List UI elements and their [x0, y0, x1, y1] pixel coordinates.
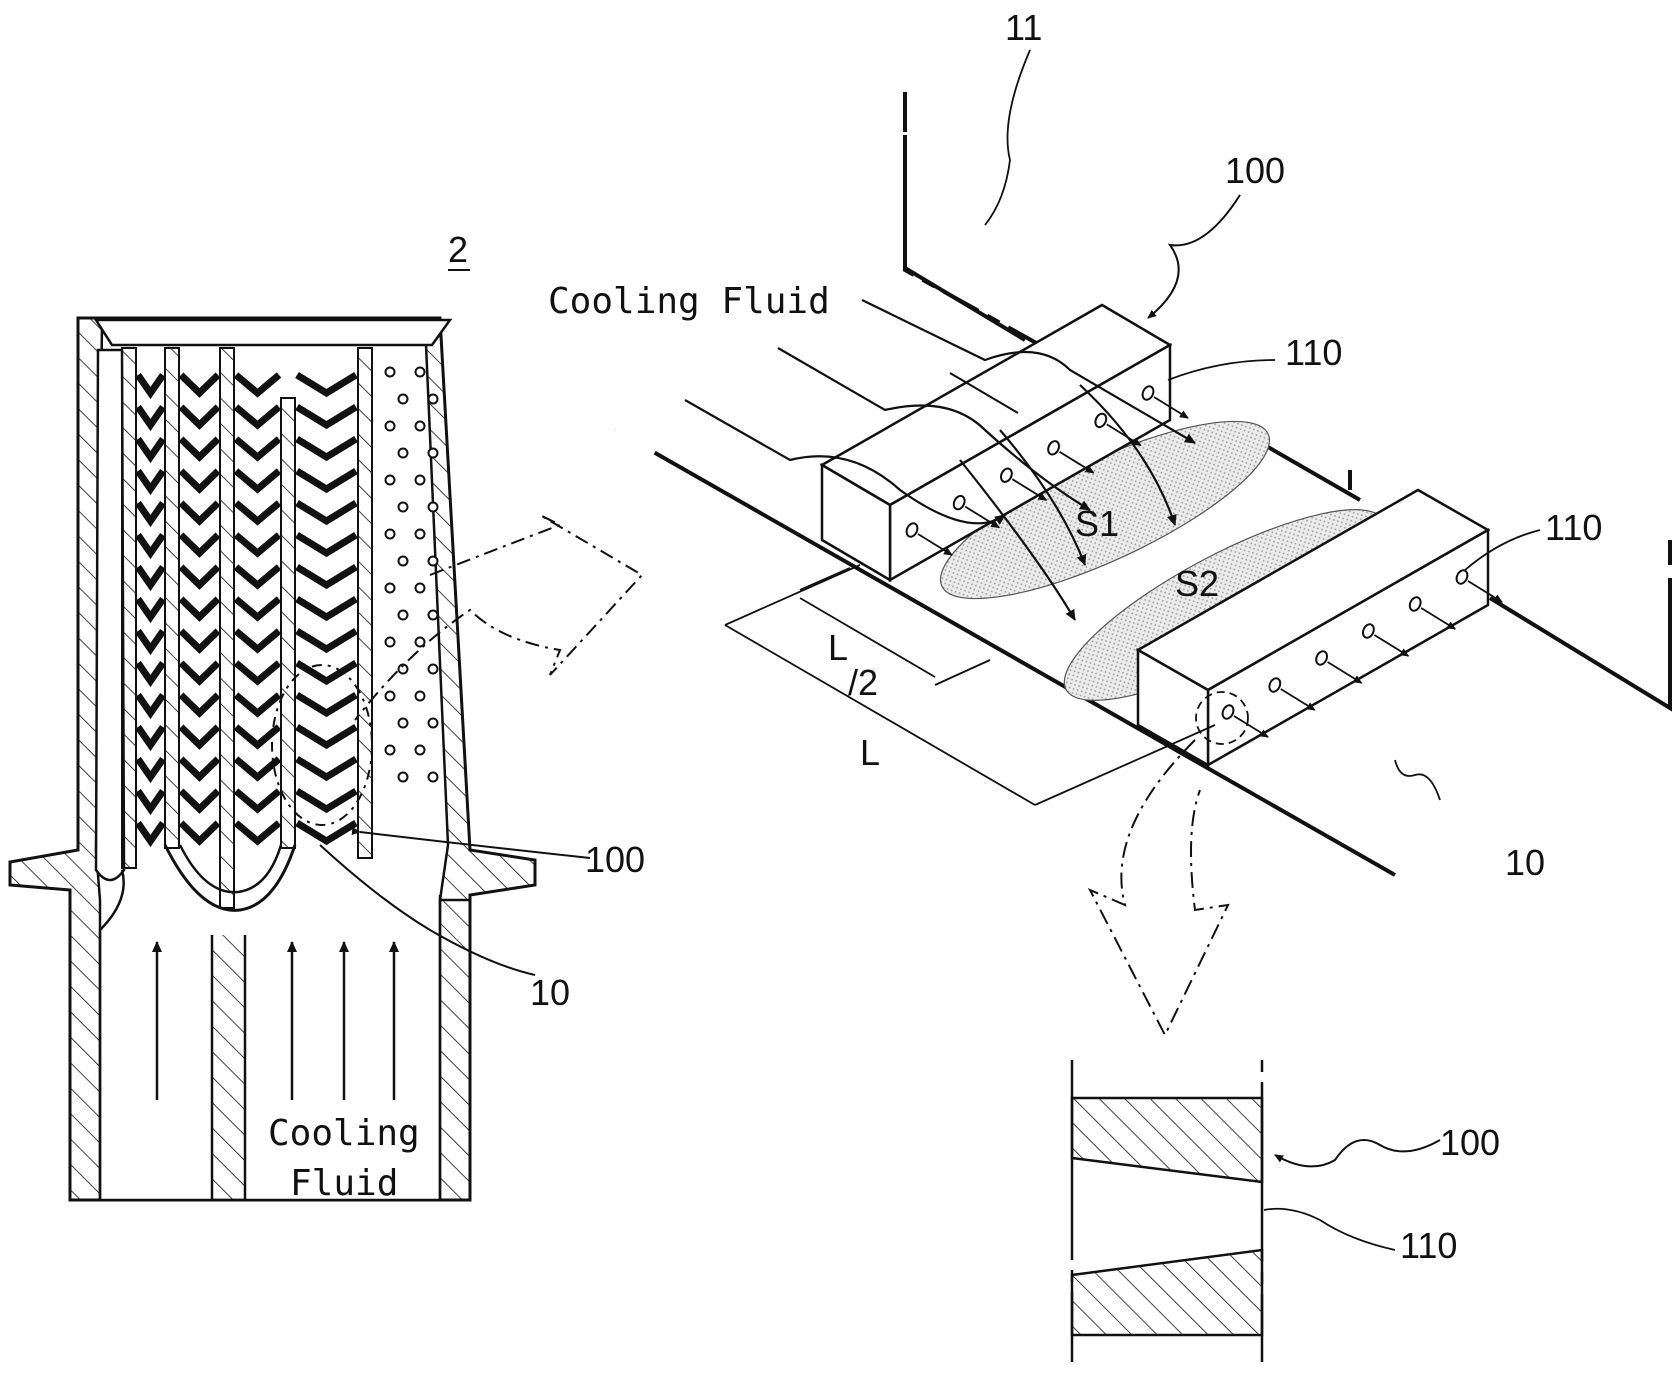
- leader-100-top: [1148, 195, 1240, 318]
- cooling-fluid-bottom-line2: Fluid: [290, 1163, 398, 1204]
- pin-fin: [386, 368, 395, 377]
- leader-100-detail: [1275, 1140, 1440, 1166]
- pin-fin: [429, 719, 438, 728]
- base-front-edge-dash: [615, 430, 655, 452]
- root-partition-mid: [212, 935, 245, 1200]
- leader-110-detail: [1264, 1209, 1395, 1250]
- pin-fin: [429, 395, 438, 404]
- leader-110-a: [1168, 360, 1275, 380]
- blade-ref-label: 2: [448, 229, 468, 270]
- ref-110-b: 110: [1545, 507, 1602, 548]
- ref-110-a: 110: [1285, 332, 1342, 373]
- ref-L-half-den: /2: [848, 662, 878, 703]
- hole-callout-arrow: [1090, 740, 1228, 1035]
- pin-fin: [429, 503, 438, 512]
- pin-fin: [386, 638, 395, 647]
- ref-110-detail: 110: [1400, 1225, 1457, 1266]
- partition-wall-1: [122, 348, 136, 868]
- pin-fin: [386, 692, 395, 701]
- pin-fin: [386, 584, 395, 593]
- pin-fin: [399, 503, 408, 512]
- partition-wall-2: [165, 348, 179, 848]
- pin-fin: [416, 584, 425, 593]
- turbine-blade-section: 2 100 10 Cooling Fluid: [10, 229, 645, 1204]
- leader-10-right: [1395, 760, 1440, 800]
- pin-fin: [399, 395, 408, 404]
- leader-11: [985, 50, 1030, 225]
- section-bottom-wall: [1072, 1250, 1262, 1335]
- ref-10-left: 10: [530, 972, 570, 1013]
- pin-fin: [386, 530, 395, 539]
- pin-fin: [416, 746, 425, 755]
- ref-S2: S2: [1175, 563, 1219, 604]
- pin-fin: [416, 476, 425, 485]
- pin-fin: [429, 665, 438, 674]
- partition-wall-5: [358, 348, 372, 858]
- pin-fin: [416, 692, 425, 701]
- ref-100-top: 100: [1225, 150, 1285, 191]
- wall-right-solid: [1490, 578, 1670, 708]
- ref-L-half-num: L: [828, 627, 848, 668]
- blade-tip-cap: [96, 320, 450, 345]
- pin-fin: [386, 746, 395, 755]
- ref-10-right: 10: [1505, 842, 1545, 883]
- ref-L: L: [860, 732, 880, 773]
- leading-edge-channel: [96, 350, 124, 880]
- pin-fin: [399, 773, 408, 782]
- pin-fin: [399, 449, 408, 458]
- cooling-fluid-bottom-line1: Cooling: [268, 1113, 420, 1154]
- partition-wall-3: [220, 348, 234, 908]
- ref-S1: S1: [1075, 503, 1119, 544]
- hole-cross-section: 100 110: [1072, 1060, 1500, 1362]
- pin-fin: [386, 422, 395, 431]
- pin-fin: [399, 557, 408, 566]
- pin-fin: [429, 557, 438, 566]
- partition-wall-4: [281, 398, 295, 848]
- pin-fin: [399, 719, 408, 728]
- wall-11-left-solid: [905, 135, 1025, 340]
- pin-fin: [429, 611, 438, 620]
- section-top-clear: [1074, 1060, 1260, 1096]
- ref-100-detail: 100: [1440, 1122, 1500, 1163]
- pin-fin: [429, 449, 438, 458]
- ref-100-left: 100: [585, 839, 645, 880]
- pin-fin: [386, 476, 395, 485]
- cooling-fluid-top: Cooling Fluid: [548, 281, 830, 322]
- pin-fin: [416, 368, 425, 377]
- ref-11: 11: [1005, 7, 1042, 48]
- pin-fin: [429, 773, 438, 782]
- section-top-wall: [1072, 1098, 1262, 1182]
- pin-fin: [399, 611, 408, 620]
- pin-fin: [416, 530, 425, 539]
- isometric-detail: 11 100 110 110 S1 S2 L /2 L 10 Cooling F…: [548, 7, 1670, 1035]
- pin-fin: [416, 422, 425, 431]
